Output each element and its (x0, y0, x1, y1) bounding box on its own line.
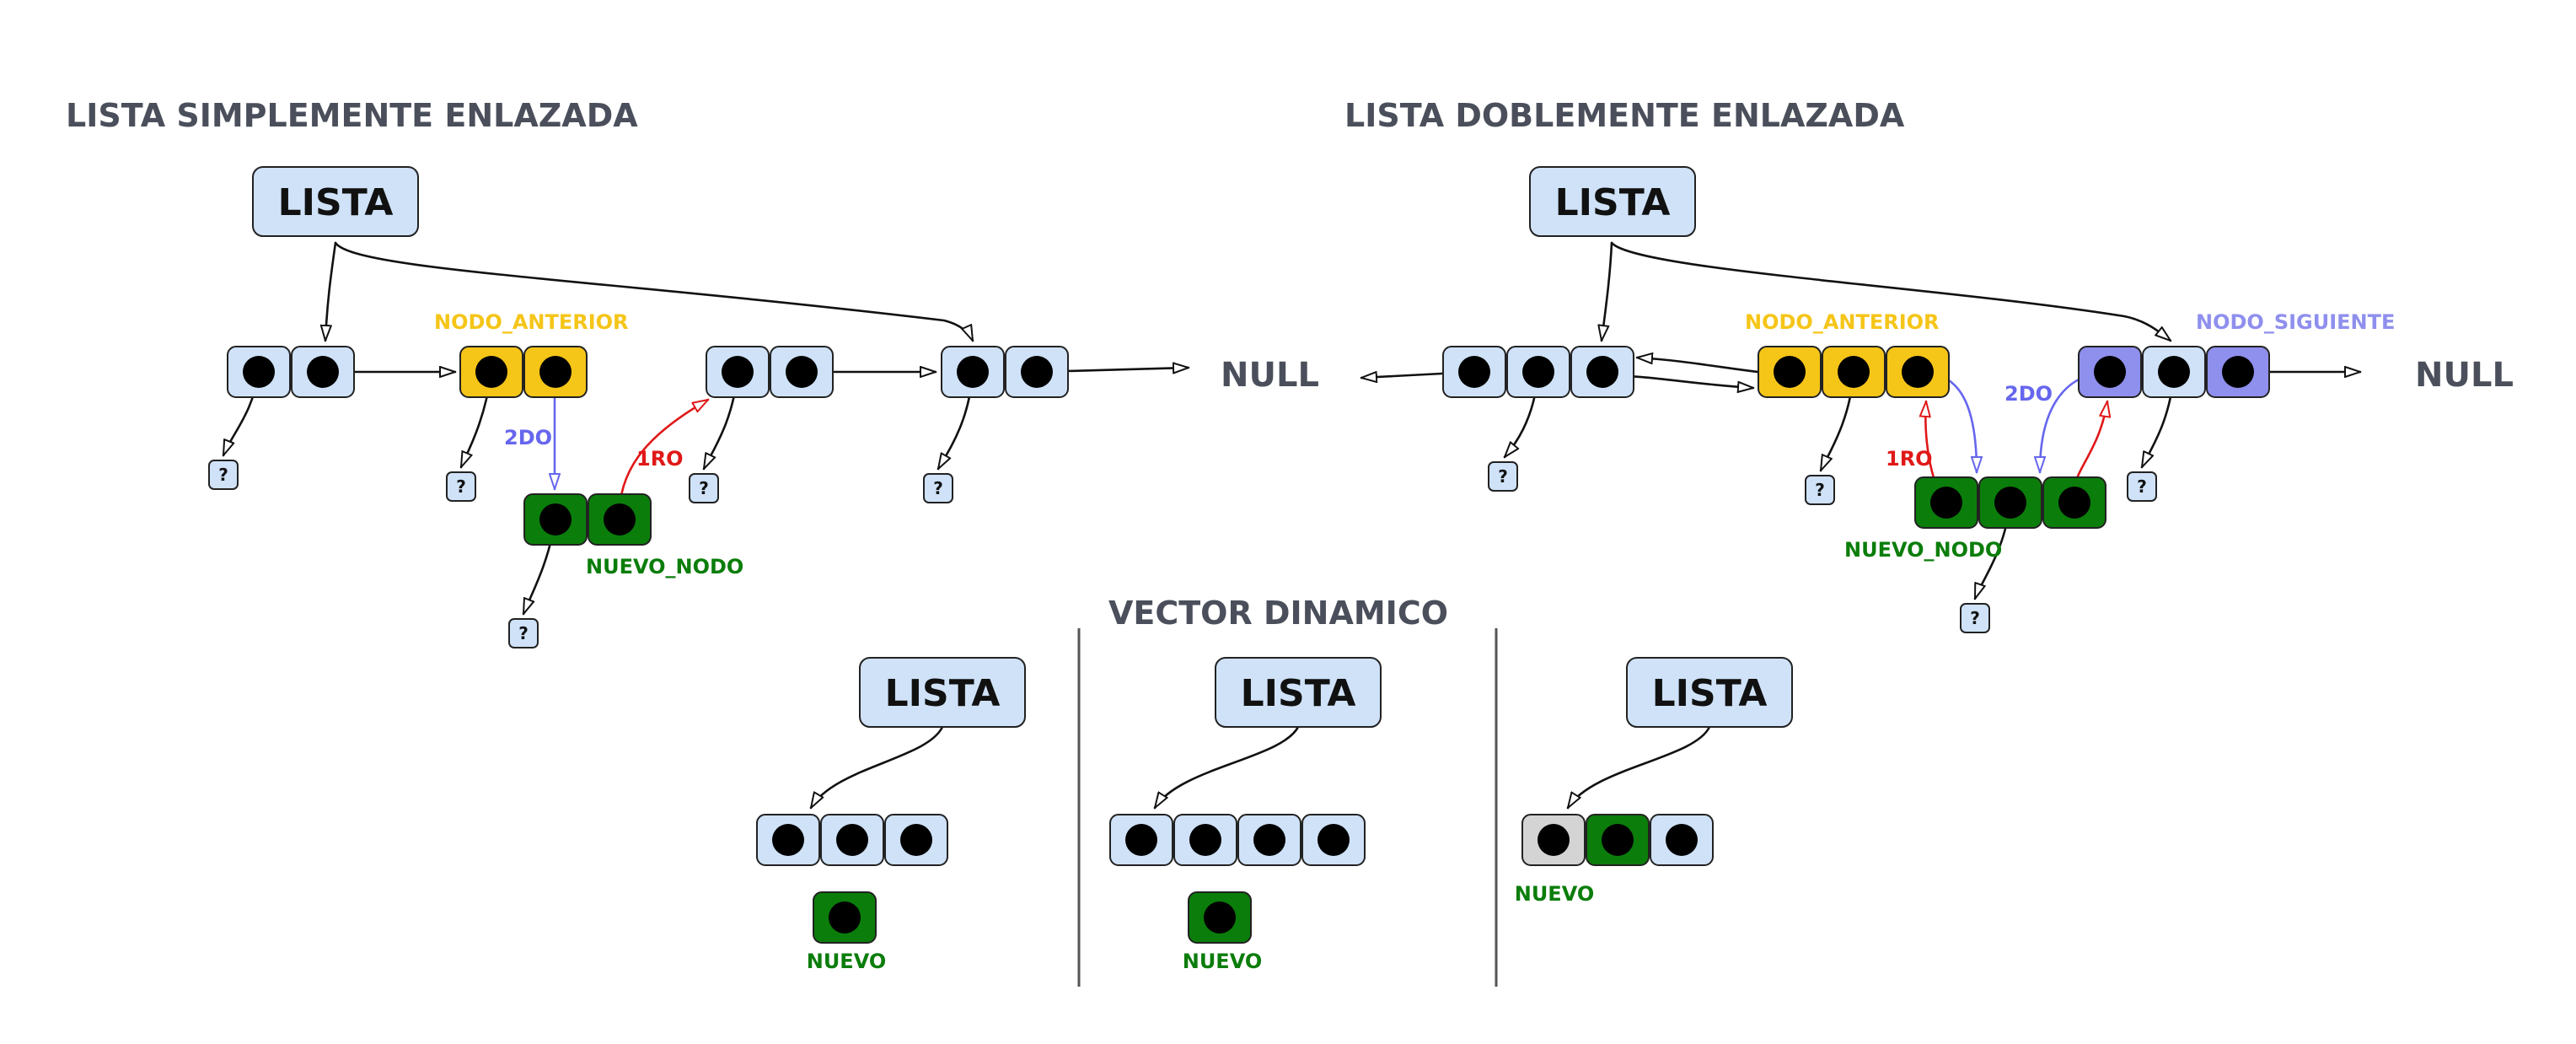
simple-label-1ro: 1RO (636, 447, 684, 471)
double-arrow-lista-to-last (1610, 241, 2171, 341)
double-unknown-2-mark: ? (1815, 480, 1825, 500)
double-label-nuevo-nodo: NUEVO_NODO (1844, 538, 2002, 562)
double-label-nodo-anterior: NODO_ANTERIOR (1745, 310, 1940, 334)
vector3-lista-box-label: LISTA (1652, 672, 1768, 715)
simple-label-nodo-anterior: NODO_ANTERIOR (434, 310, 629, 334)
vector1-array-cell-1-pointer-dot (772, 824, 804, 856)
simple-node-anterior-cell-1-pointer-dot (475, 356, 507, 388)
double-node-1-cell-2-pointer-dot (1522, 356, 1554, 388)
simple-unknown-1-mark: ? (218, 465, 228, 485)
double-node-anterior-cell-1-pointer-dot (1774, 356, 1806, 388)
double-node-nuevo-cell-3-pointer-dot (2058, 487, 2090, 519)
double-node-anterior-cell-2-pointer-dot (1838, 356, 1870, 388)
double-label-nodo-siguiente: NODO_SIGUIENTE (2196, 310, 2395, 334)
simple-unknown-4 (923, 473, 953, 503)
double-unknown-1 (1488, 461, 1518, 492)
vector2-lista-box-label: LISTA (1241, 672, 1356, 715)
double-node-siguiente-cell-3-pointer-dot (2222, 356, 2254, 388)
simple-lista-box-label: LISTA (278, 181, 394, 224)
vector2-array-cell-3-pointer-dot (1253, 824, 1285, 856)
double-node-1-cell-1-pointer-dot (1458, 356, 1490, 388)
simple-node-1-cell-1-pointer-dot (243, 356, 275, 388)
vector3-array-cell-2-pointer-dot (1602, 824, 1634, 856)
vector2-array-cell-4-pointer-dot (1318, 824, 1350, 856)
double-node-siguiente-cell-2-pointer-dot (2158, 356, 2190, 388)
vector2-nuevo-cell-pointer-dot (1204, 901, 1236, 934)
double-arrow-lista-to-first (1602, 241, 1613, 341)
simple-unknown-2-mark: ? (456, 476, 466, 497)
simple-node-nuevo-cell-1-pointer-dot (539, 503, 572, 535)
simple-node-4-cell-2-pointer-dot (1021, 356, 1053, 388)
double-node-nuevo-cell-1-pointer-dot (1930, 487, 1962, 519)
title-double-list: LISTA DOBLEMENTE ENLAZADA (1344, 97, 1905, 134)
double-lista-box-label: LISTA (1555, 181, 1671, 224)
nodes-layer: LISTA????? NODO_ANTERIOR NUEVO_NODO 2DO 1RO N… (208, 166, 2514, 973)
simple-unknown-5 (508, 618, 539, 648)
double-node-siguiente-cell-1-pointer-dot (2094, 356, 2126, 388)
vector2-array-cell-2-pointer-dot (1189, 824, 1221, 856)
simple-unknown-5-mark: ? (518, 623, 529, 643)
simple-arrow-lista-to-last (334, 241, 974, 341)
double-unknown-3-mark: ? (2137, 476, 2147, 497)
simple-null-label: NULL (1221, 356, 1319, 395)
vector2-arrow-lista-to-array (1155, 725, 1300, 808)
vector1-label-nuevo: NUEVO (807, 950, 887, 973)
simple-node-1-cell-2-pointer-dot (307, 356, 339, 388)
simple-lista-box (252, 166, 419, 237)
simple-unknown-3 (689, 473, 719, 503)
vector1-arrow-lista-to-array (811, 725, 944, 808)
vector2-lista-box (1215, 657, 1382, 728)
simple-label-nuevo-nodo: NUEVO_NODO (586, 555, 743, 579)
vector1-lista-box-label: LISTA (885, 672, 1001, 715)
vector1-lista-box (859, 657, 1026, 728)
simple-unknown-3-mark: ? (699, 478, 709, 498)
simple-node-4-cell-1-pointer-dot (957, 356, 989, 388)
vector2-array-cell-1-pointer-dot (1125, 824, 1157, 856)
double-unknown-4-mark: ? (1970, 608, 1980, 628)
double-unknown-1-mark: ? (1498, 466, 1508, 487)
double-node-anterior-cell-3-pointer-dot (1902, 356, 1934, 388)
double-unknown-3 (2127, 471, 2157, 502)
double-unknown-2 (1805, 475, 1835, 505)
simple-node-3-cell-1-pointer-dot (722, 356, 754, 388)
vector1-array-cell-2-pointer-dot (836, 824, 868, 856)
double-unknown-4 (1960, 603, 1990, 633)
simple-label-2do: 2DO (504, 426, 552, 449)
vector3-lista-box (1626, 657, 1793, 728)
vector3-arrow-lista-to-array (1568, 725, 1711, 808)
title-simple-list: LISTA SIMPLEMENTE ENLAZADA (66, 97, 638, 134)
simple-node-nuevo-cell-2-pointer-dot (604, 503, 636, 535)
double-null-label: NULL (2415, 356, 2514, 395)
double-node-nuevo-cell-2-pointer-dot (1994, 487, 2026, 519)
simple-unknown-1 (208, 460, 239, 490)
simple-node-3-cell-2-pointer-dot (786, 356, 818, 388)
double-node-1-cell-3-pointer-dot (1586, 356, 1618, 388)
title-dynamic-vector: VECTOR DINAMICO (1108, 595, 1448, 632)
double-label-1ro: 1RO (1886, 447, 1933, 471)
double-lista-box (1529, 166, 1696, 237)
vector3-label-nuevo: NUEVO (1515, 882, 1595, 906)
vector2-label-nuevo: NUEVO (1183, 950, 1263, 973)
simple-unknown-2 (446, 471, 476, 502)
simple-unknown-4-mark: ? (933, 478, 943, 498)
simple-node-anterior-cell-2-pointer-dot (539, 356, 572, 388)
vector3-array-cell-1-pointer-dot (1538, 824, 1570, 856)
vector1-array-cell-3-pointer-dot (900, 824, 932, 856)
vector3-array-cell-3-pointer-dot (1666, 824, 1698, 856)
simple-arrow-lista-to-first (325, 241, 337, 341)
vector1-nuevo-cell-pointer-dot (829, 901, 861, 934)
double-label-2do: 2DO (2004, 382, 2053, 406)
